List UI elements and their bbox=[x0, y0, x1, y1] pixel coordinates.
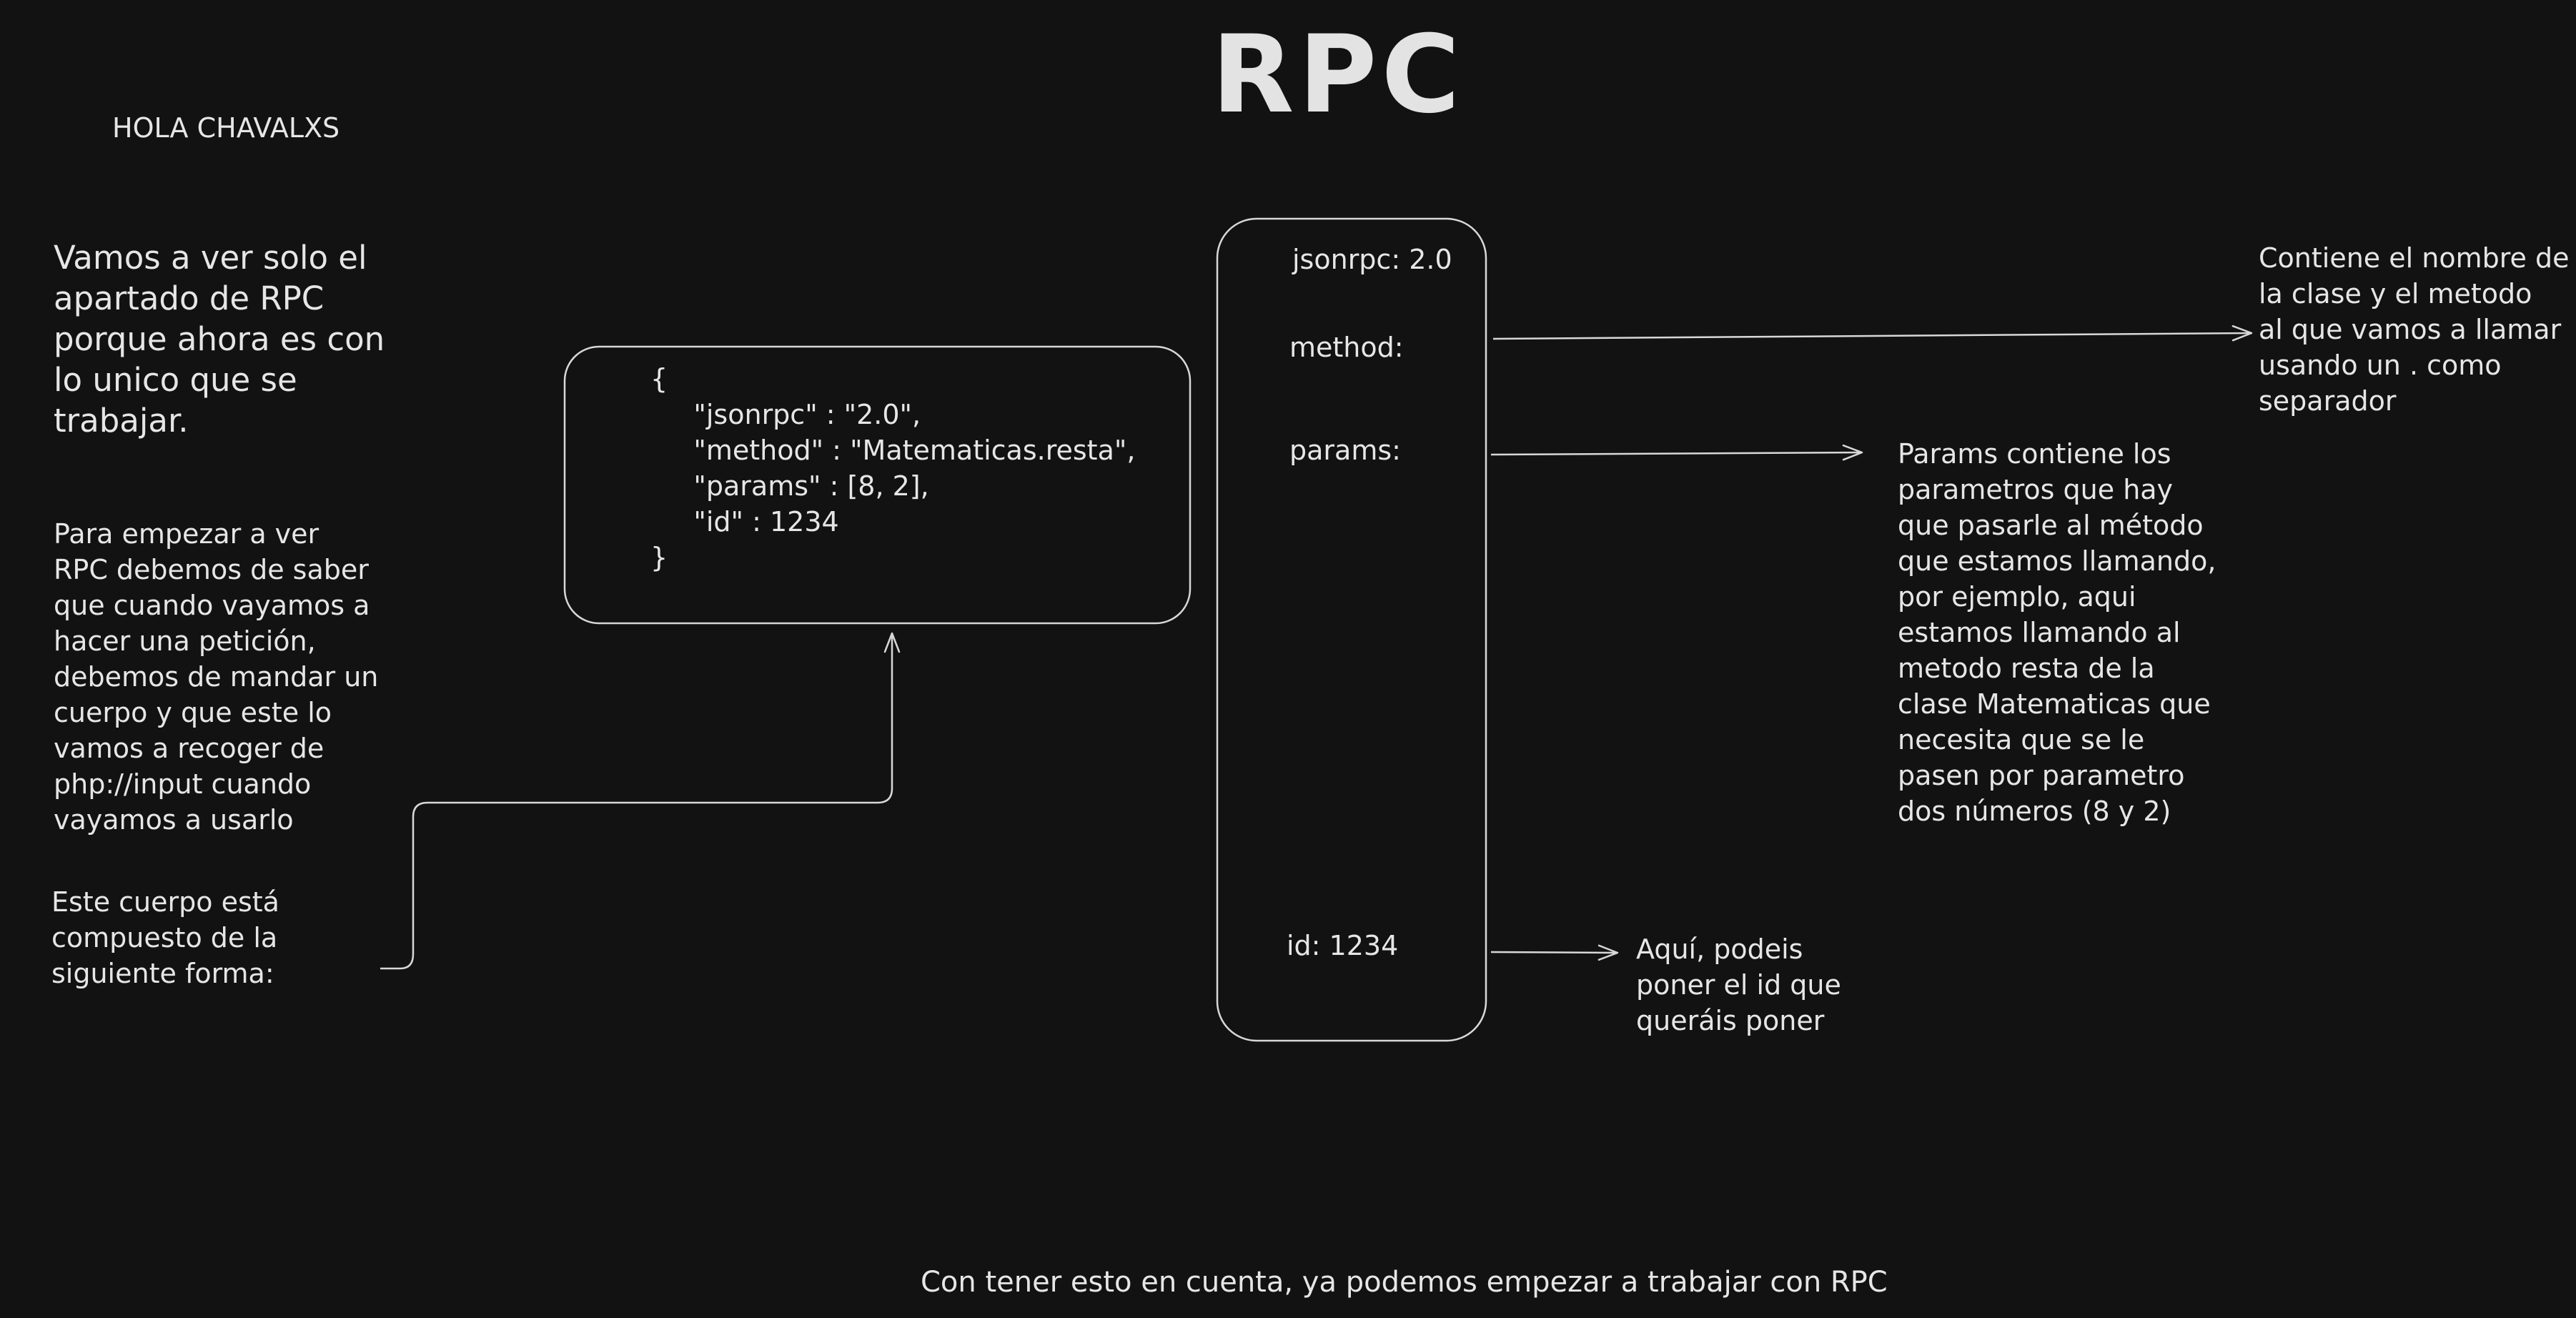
request-body-note: Para empezar a ver RPC debemos de saber … bbox=[54, 518, 379, 836]
greeting-text: HOLA CHAVALXS bbox=[112, 112, 340, 144]
json-code-example: { "jsonrpc" : "2.0", "method" : "Matemat… bbox=[650, 363, 1136, 573]
method-arrow bbox=[1492, 324, 2253, 342]
field-method: method: bbox=[1289, 332, 1404, 363]
id-annotation: Aquí, podeis poner el id que queráis pon… bbox=[1636, 933, 1841, 1036]
field-jsonrpc: jsonrpc: 2.0 bbox=[1292, 244, 1452, 275]
params-arrow bbox=[1490, 444, 1863, 461]
page-title: RPC bbox=[1212, 13, 1465, 137]
method-annotation: Contiene el nombre de la clase y el meto… bbox=[2259, 242, 2570, 417]
body-shape-note: Este cuerpo está compuesto de la siguien… bbox=[51, 886, 279, 989]
id-arrow bbox=[1490, 944, 1619, 961]
params-annotation: Params contiene los parametros que hay q… bbox=[1898, 438, 2216, 827]
fields-box bbox=[1216, 217, 1487, 1042]
footer-note: Con tener esto en cuenta, ya podemos emp… bbox=[921, 1266, 1888, 1299]
field-params: params: bbox=[1289, 435, 1401, 466]
field-id: id: 1234 bbox=[1287, 930, 1399, 961]
code-box bbox=[563, 345, 1192, 625]
body-to-code-arrow bbox=[380, 632, 901, 970]
intro-note: Vamos a ver solo el apartado de RPC porq… bbox=[54, 239, 385, 440]
